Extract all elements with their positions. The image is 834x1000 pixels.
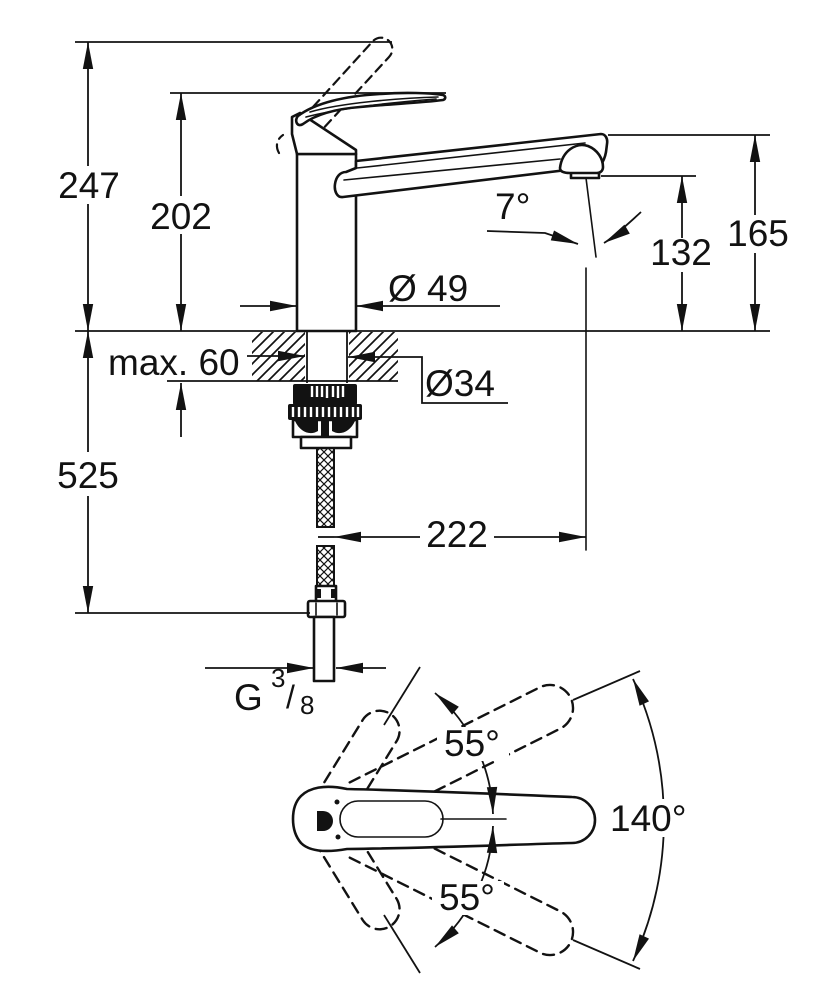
handle-raised-dashed-outline bbox=[291, 36, 394, 146]
thread-numerator: 3 bbox=[271, 663, 285, 693]
thread-slash: / bbox=[286, 679, 295, 715]
ext-line-55-down bbox=[383, 914, 421, 974]
dim-outlet-angle-label: 7° bbox=[495, 186, 530, 227]
ext-line-140-down bbox=[572, 939, 641, 970]
handle-back-down-dashed bbox=[313, 820, 401, 931]
dim-deck-thickness-label: max. 60 bbox=[108, 342, 240, 383]
supply-hose bbox=[316, 447, 335, 587]
spout-top-accent-line bbox=[356, 142, 586, 169]
handle-position-up-dashed bbox=[348, 683, 575, 825]
hose-end-fitting bbox=[306, 584, 347, 683]
dim-spout-top-height-label: 165 bbox=[727, 213, 789, 254]
handle-lever-detail-1 bbox=[309, 96, 439, 113]
stream-angle-line bbox=[585, 177, 597, 258]
handle-lever-detail-2 bbox=[305, 98, 437, 118]
handle-position-down-dashed bbox=[348, 815, 575, 957]
aerator-dome bbox=[558, 143, 605, 175]
thread-denominator: 8 bbox=[300, 690, 314, 720]
dim-spout-reach-label: 222 bbox=[426, 514, 488, 555]
supply-pipe bbox=[312, 615, 336, 683]
handle-swing-top-view: 55° 55° 140° bbox=[291, 666, 706, 974]
ext-line-55-up bbox=[383, 666, 421, 726]
dim-swing-down-label: 55° bbox=[439, 877, 495, 918]
ext-line-140-up bbox=[572, 670, 641, 701]
handle-raised-dashed-hinge bbox=[275, 133, 285, 155]
dim-spout-outlet-height-label: 132 bbox=[650, 232, 712, 273]
mounting-shank bbox=[306, 332, 348, 383]
dim-overall-height-label: 247 bbox=[58, 165, 120, 206]
dim-shank-diameter-label: Ø34 bbox=[425, 363, 495, 404]
faucet-side-view bbox=[275, 36, 609, 683]
handle-cap-mark bbox=[317, 811, 333, 831]
spout bbox=[333, 132, 609, 199]
dimensions-side-view: 247 202 165 132 525 Ø 49 max. 60 Ø34 222 bbox=[57, 41, 789, 720]
handle-dot-top bbox=[334, 799, 340, 805]
dim-below-deck-length-label: 525 bbox=[57, 455, 119, 496]
dim-thread-label: G 3 / 8 bbox=[234, 663, 314, 720]
spout-crease-line bbox=[343, 158, 561, 181]
mounting-nut-assembly bbox=[288, 384, 362, 450]
dim-swing-total-label: 140° bbox=[610, 798, 687, 839]
dim-body-diameter-label: Ø 49 bbox=[388, 268, 468, 309]
thread-g: G bbox=[234, 677, 263, 718]
handle-back-up-dashed bbox=[313, 709, 401, 820]
dim-swing-up-label: 55° bbox=[444, 723, 500, 764]
handle-dot-bottom bbox=[335, 834, 341, 840]
dim-handle-height-label: 202 bbox=[150, 196, 212, 237]
